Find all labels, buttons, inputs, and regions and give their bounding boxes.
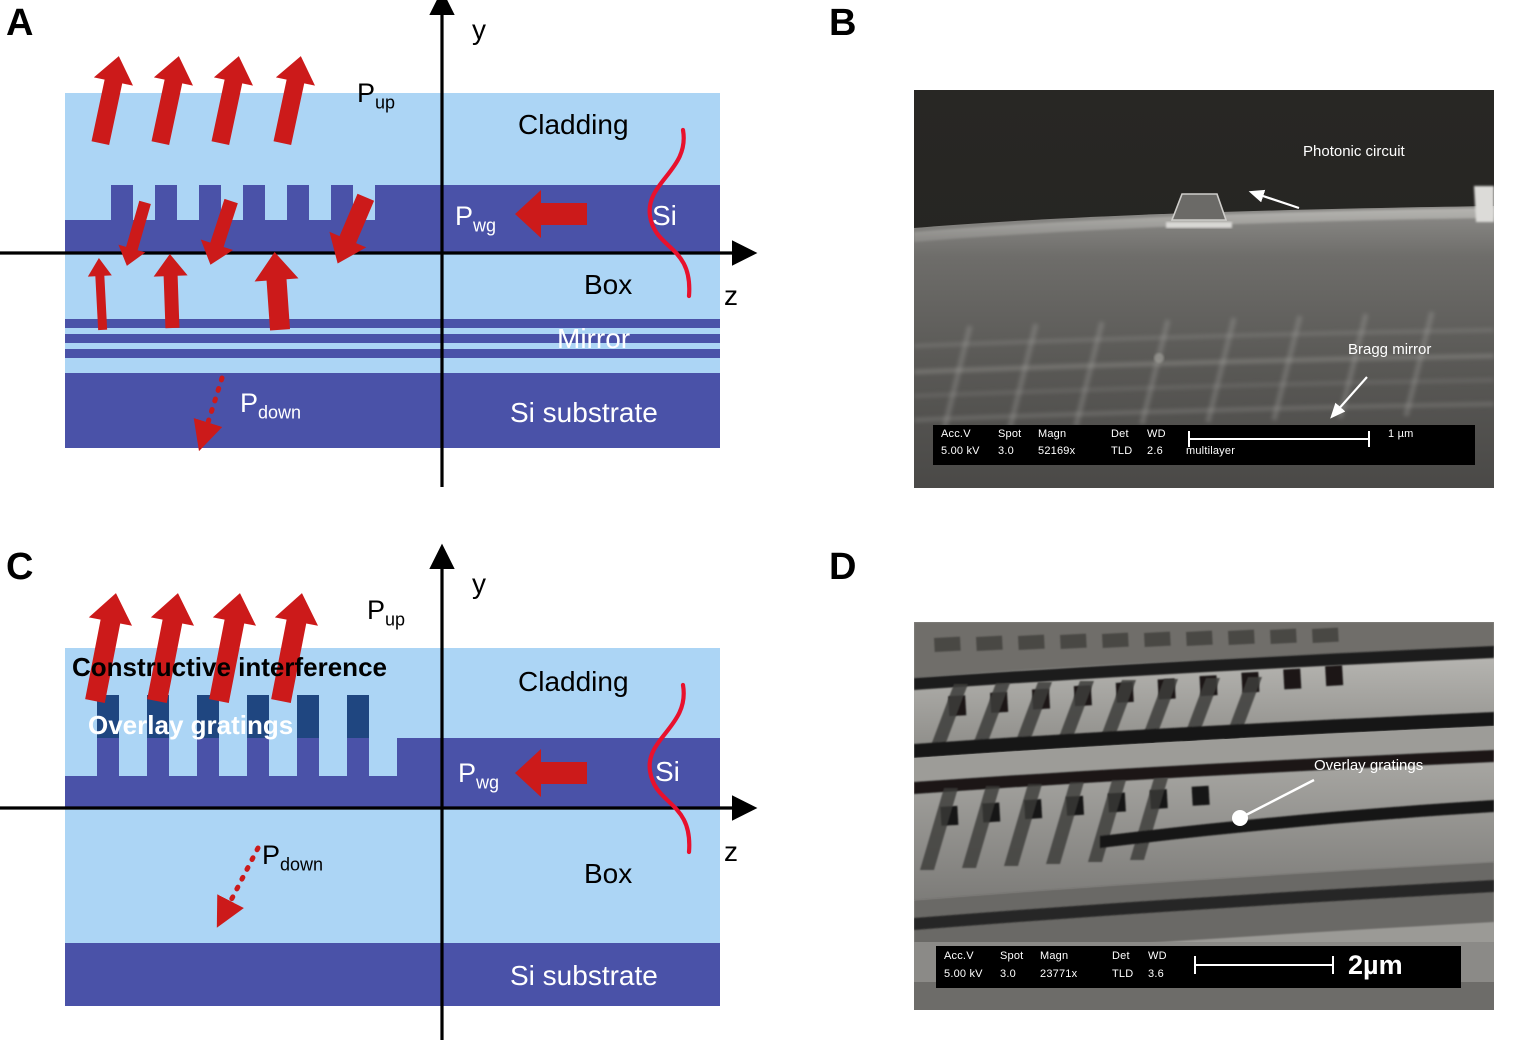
annotation-leaders — [1248, 189, 1368, 419]
mode-profile-curve — [647, 682, 692, 855]
si-grating-teeth-group — [97, 738, 417, 776]
info-header-spot: Spot — [998, 428, 1022, 440]
axis-label-z: z — [724, 836, 738, 867]
p-up-label: Pup — [357, 78, 396, 113]
axis-label-z: z — [724, 280, 738, 311]
panel-a-text: Pup Cladding Pwg Si Box Mirror Si substr… — [0, 0, 768, 500]
annotation-photonic-circuit: Photonic circuit — [1303, 143, 1405, 160]
layer-label-cladding: Cladding — [518, 666, 629, 697]
p-wg-label: Pwg — [458, 758, 500, 793]
layer-label-si: Si — [652, 200, 677, 231]
panel-c-text: Pup Constructive interference Cladding O… — [0, 540, 768, 1043]
info-value-det: TLD — [1112, 968, 1134, 980]
p-wg-label: Pwg — [455, 201, 497, 236]
scale-bar-tick-left-b — [1188, 431, 1190, 447]
panel-d-sem-image: Overlay gratings Acc.V Spot Magn Det WD … — [914, 622, 1494, 1010]
scale-bar-line-d — [1194, 964, 1334, 966]
info-header-spot: Spot — [1000, 950, 1024, 962]
info-header-det: Det — [1112, 950, 1130, 962]
info-value-magn: 52169x — [1038, 445, 1076, 457]
layer-label-si: Si — [655, 756, 680, 787]
scale-bar-tick-left-d — [1194, 956, 1196, 974]
layer-label-si-substrate: Si substrate — [510, 960, 658, 991]
info-value-det: TLD — [1111, 445, 1133, 457]
scale-bar-tick-right-d — [1332, 956, 1334, 974]
sem-info-bar-d: Acc.V Spot Magn Det WD 5.00 kV 3.0 23771… — [936, 946, 1461, 988]
p-wg-arrow — [515, 190, 587, 238]
annotation-bragg-mirror: Bragg mirror — [1348, 341, 1432, 358]
panel-label-d: D — [829, 546, 857, 588]
info-value-sample: multilayer — [1186, 445, 1236, 457]
layer-label-mirror: Mirror — [557, 323, 631, 354]
scale-bar-label-b: 1 µm — [1388, 428, 1414, 440]
layer-label-box: Box — [584, 269, 633, 300]
p-down-arrow — [216, 845, 261, 928]
grating-teeth-group — [65, 185, 375, 220]
panel-c-diagram — [0, 540, 768, 1043]
info-value-wd: 3.6 — [1148, 968, 1164, 980]
layer-label-cladding: Cladding — [518, 109, 629, 140]
photonic-circuit-ridge — [1166, 193, 1232, 228]
layer-label-si-substrate: Si substrate — [510, 397, 658, 428]
layer-label-box: Box — [584, 858, 633, 889]
p-down-label: Pdown — [262, 840, 324, 875]
p-up-arrows — [85, 593, 319, 703]
layer-mirror — [65, 319, 720, 373]
panel-b-sem-image: Photonic circuit Bragg mirror Acc.V Spot… — [914, 90, 1494, 488]
p-up-label: Pup — [367, 595, 406, 630]
layer-box — [65, 808, 720, 943]
scale-bar-tick-right-b — [1368, 431, 1370, 447]
info-header-wd: WD — [1147, 428, 1166, 440]
overlay-grating-caps — [97, 695, 369, 738]
info-header-magn: Magn — [1038, 428, 1067, 440]
layer-si-substrate — [65, 373, 720, 448]
info-header-wd: WD — [1148, 950, 1167, 962]
p-down-label: Pdown — [240, 388, 302, 423]
annotation-overlay-gratings: Overlay gratings — [1314, 757, 1424, 774]
info-header-accv: Acc.V — [941, 428, 971, 440]
info-value-accv: 5.00 kV — [941, 445, 980, 457]
scale-bar-line-b — [1188, 438, 1370, 440]
info-value-wd: 2.6 — [1147, 445, 1163, 457]
scale-bar-label-d: 2µm — [1348, 950, 1403, 980]
axis-label-y: y — [472, 14, 486, 45]
mirror-bounce-arrows — [87, 193, 375, 331]
info-value-magn: 23771x — [1040, 968, 1078, 980]
callout-constructive-interference: Constructive interference — [72, 652, 387, 682]
layer-si-substrate — [65, 943, 720, 1006]
info-header-det: Det — [1111, 428, 1129, 440]
panel-label-a: A — [6, 2, 34, 44]
info-header-accv: Acc.V — [944, 950, 974, 962]
p-up-arrows — [91, 56, 315, 146]
info-value-spot: 3.0 — [998, 445, 1014, 457]
mode-profile-curve — [647, 127, 692, 299]
info-value-accv: 5.00 kV — [944, 968, 983, 980]
layer-si — [65, 185, 720, 253]
p-wg-arrow — [515, 749, 587, 797]
sem-info-bar-b: Acc.V Spot Magn Det WD 5.00 kV 3.0 52169… — [933, 425, 1475, 465]
p-down-arrow — [193, 375, 225, 452]
panel-label-b: B — [829, 2, 857, 44]
panel-label-c: C — [6, 546, 34, 588]
info-header-magn: Magn — [1040, 950, 1069, 962]
annotation-leader-d — [1232, 778, 1315, 826]
info-value-spot: 3.0 — [1000, 968, 1016, 980]
panel-a-diagram — [0, 0, 768, 500]
axis-label-y: y — [472, 568, 486, 599]
callout-overlay-gratings: Overlay gratings — [88, 710, 294, 740]
